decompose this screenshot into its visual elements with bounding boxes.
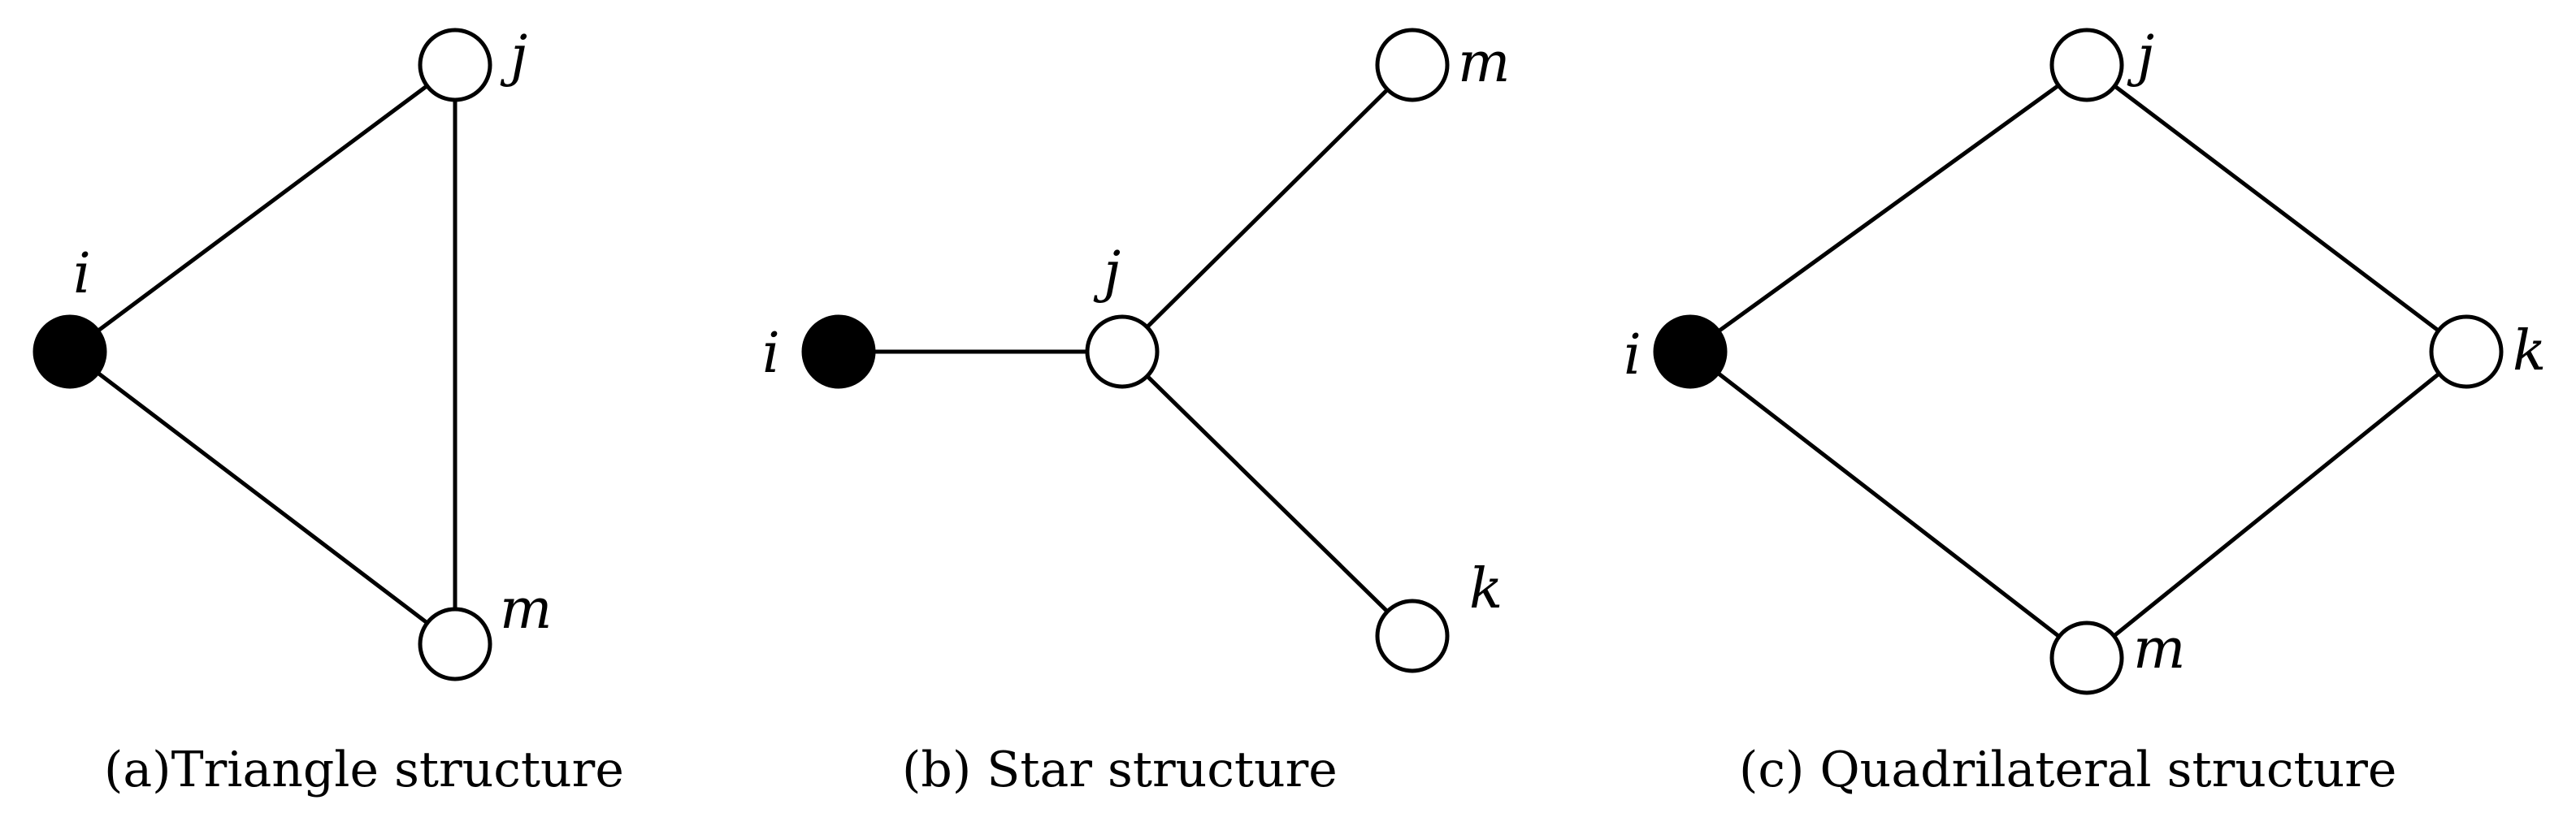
node-k (2429, 314, 2504, 389)
node-k (1375, 599, 1450, 673)
edge-j-k (2085, 63, 2468, 353)
edge-k-m (2085, 350, 2468, 660)
edge-i-j (68, 63, 457, 354)
label-i: i (1624, 323, 1641, 387)
label-j: j (2127, 24, 2154, 89)
edge-j-k (1121, 350, 1414, 638)
label-k: k (1469, 557, 1503, 621)
panel-quadrilateral: i j k m (c) Quadrilateral structure (1624, 24, 2546, 798)
node-j (2049, 28, 2124, 102)
label-k: k (2513, 319, 2546, 383)
caption-quadrilateral: (c) Quadrilateral structure (1739, 742, 2396, 798)
caption-triangle: (a)Triangle structure (104, 742, 624, 798)
edge-m-i (1689, 350, 2088, 660)
node-j (418, 28, 492, 102)
edge-i-m (68, 350, 457, 646)
label-m: m (1458, 31, 1510, 95)
panel-star: i j m k (b) Star structure (762, 28, 1510, 798)
caption-star: (b) Star structure (902, 742, 1338, 798)
node-i (801, 314, 876, 389)
node-m (1375, 28, 1450, 102)
label-j: j (500, 24, 527, 89)
node-m (418, 607, 492, 681)
label-m: m (500, 577, 552, 642)
edge-i-j (1689, 63, 2088, 354)
panel-triangle: i j m (a)Triangle structure (33, 24, 624, 798)
label-j: j (1093, 240, 1121, 305)
node-j (1085, 314, 1160, 389)
node-i (1653, 314, 1728, 389)
label-i: i (762, 322, 780, 386)
node-i (33, 314, 107, 389)
node-m (2049, 621, 2124, 695)
label-m: m (2133, 617, 2185, 681)
label-i: i (73, 242, 91, 306)
edge-j-m (1121, 63, 1414, 353)
